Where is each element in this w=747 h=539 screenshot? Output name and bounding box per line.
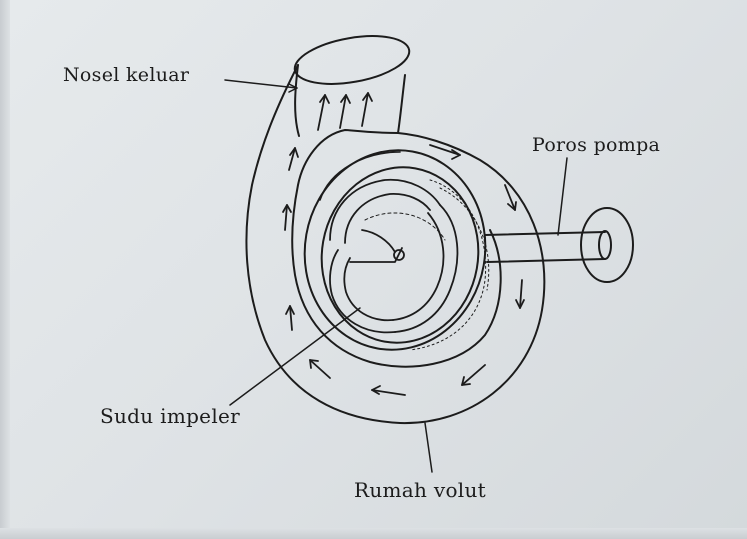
nozzle-right-wall: [398, 75, 405, 133]
leader-lines: [225, 80, 567, 472]
pump-shaft: [485, 208, 633, 282]
impeller-vane-cut-2: [362, 230, 395, 252]
pump-shaft-label: Poros pompa: [532, 134, 660, 156]
impeller-blade-label: Sudu impeler: [100, 404, 240, 428]
impeller-blade-3-inner: [344, 258, 393, 320]
volute-arrow-left-lower: [310, 360, 330, 378]
impeller: [330, 180, 489, 350]
leader-outlet-nozzle: [225, 80, 297, 88]
shaft-flange: [581, 208, 633, 282]
volute-casing-label: Rumah volut: [354, 478, 486, 502]
outlet-nozzle-label: Nosel keluar: [63, 64, 189, 86]
impeller-blade-2-inner: [393, 213, 443, 320]
impeller-blade-2: [395, 205, 457, 332]
impeller-blade-1-inner: [345, 194, 430, 243]
shaft-bottom-edge: [487, 259, 605, 262]
volute-outer-outline: [246, 65, 544, 423]
leader-volute-casing: [425, 423, 432, 472]
volute-arrow-top: [430, 145, 460, 155]
nozzle-opening: [291, 28, 413, 91]
shaft-top-edge: [485, 232, 605, 235]
shaft-end: [599, 231, 611, 259]
leader-pump-shaft: [558, 158, 567, 235]
leader-impeller-blade: [230, 308, 360, 405]
volute-arrow-bottom-right: [462, 365, 485, 385]
housing-back-edge: [320, 152, 400, 200]
